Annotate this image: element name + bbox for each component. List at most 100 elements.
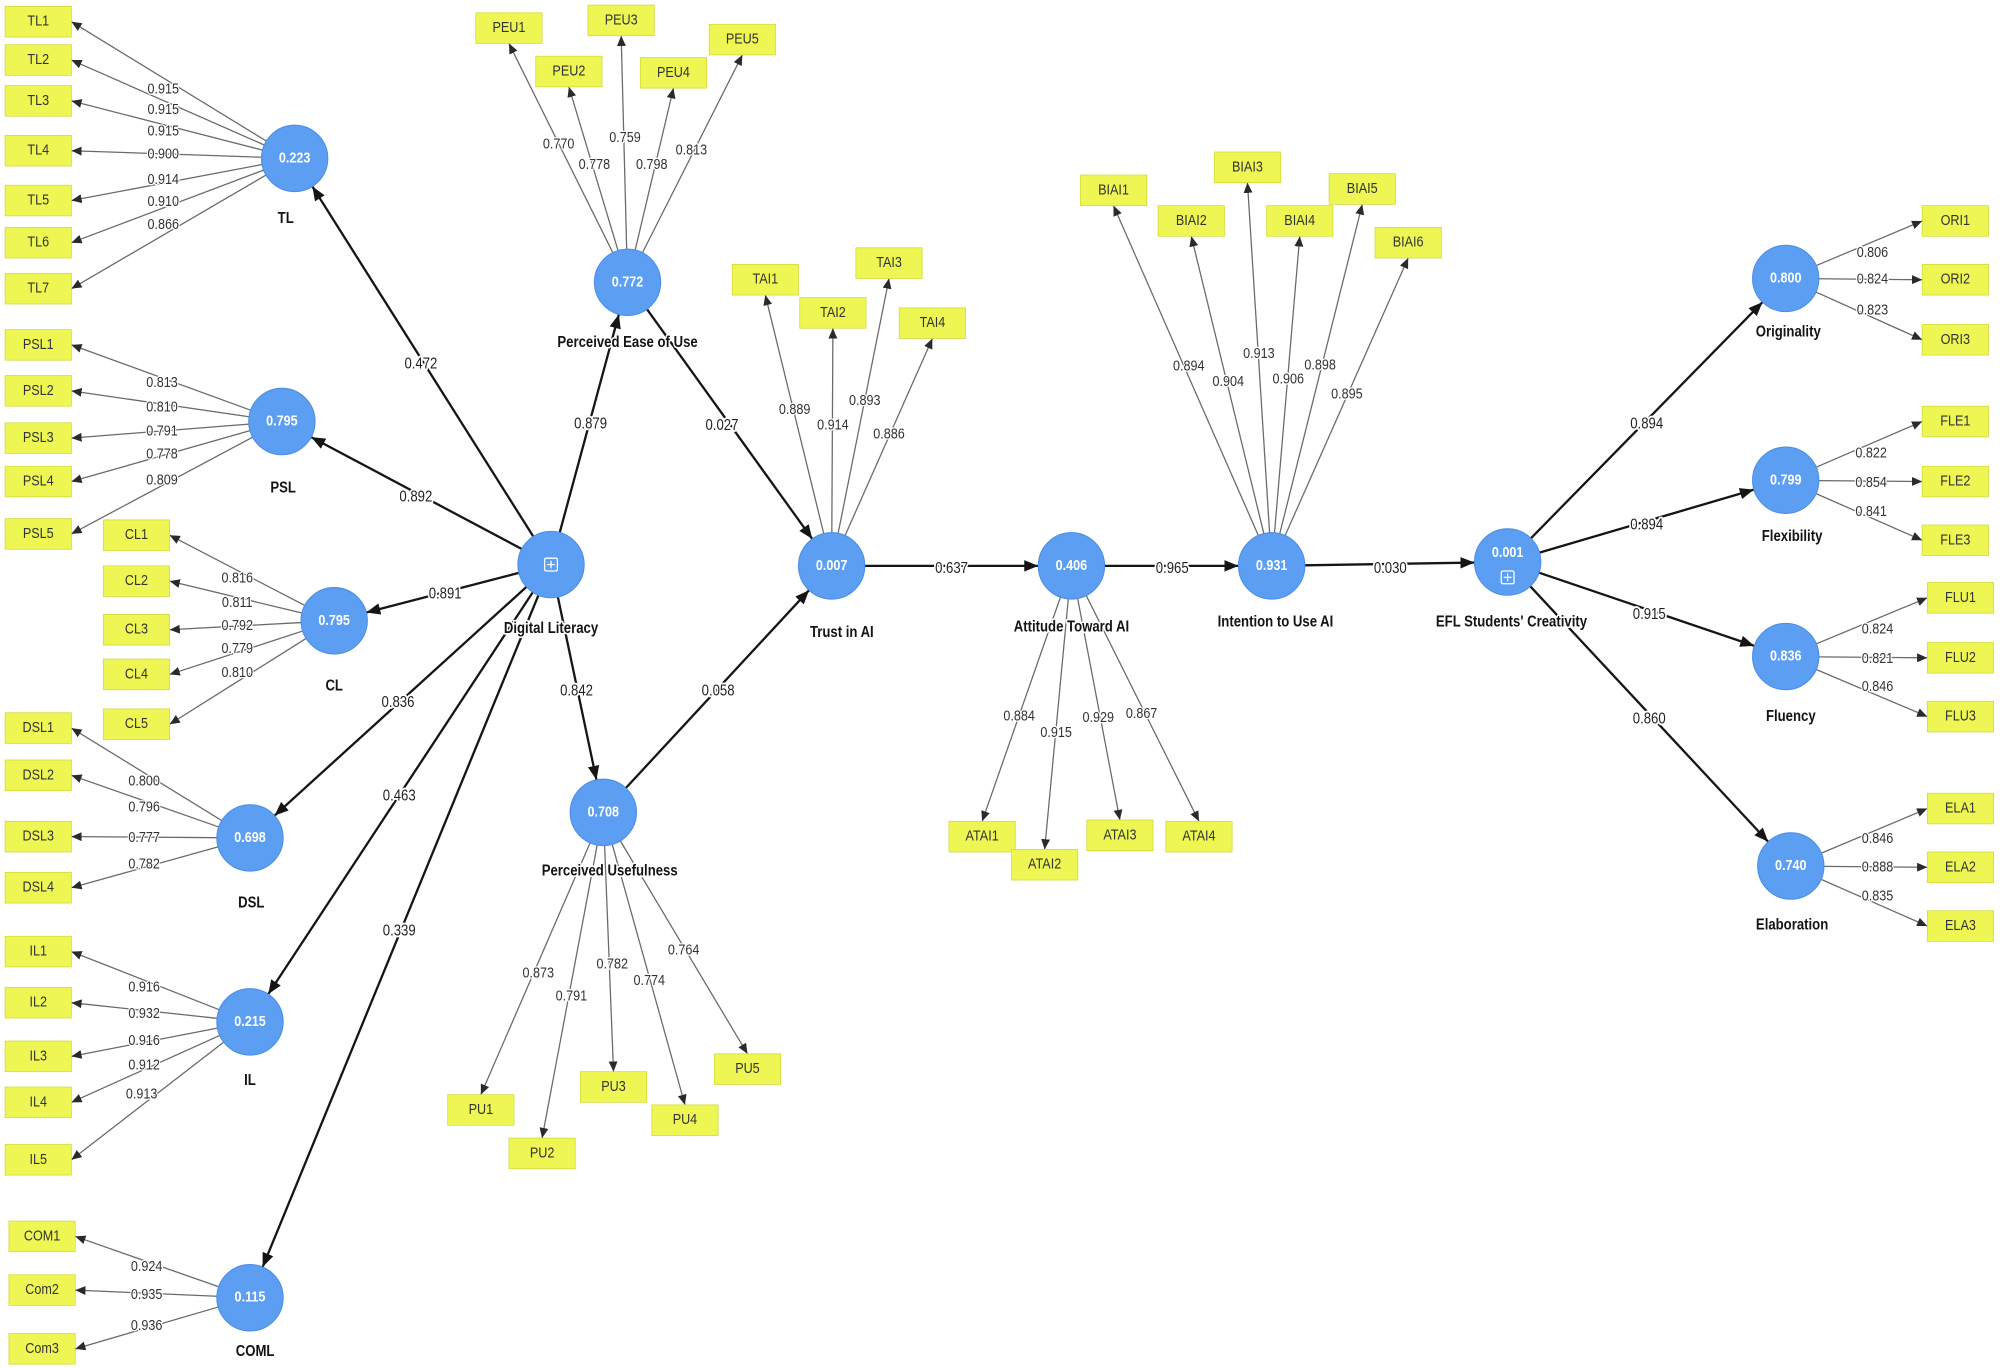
loading-value-tai2: 0.914 — [817, 417, 849, 433]
loading-arrow-pu2 — [539, 844, 598, 1139]
construct-coml-value: 0.115 — [235, 1290, 266, 1306]
path-coefficient-perceived-usefulness-to-trust-in-ai: 0.058 — [702, 683, 735, 700]
loading-arrow-tl7 — [71, 174, 267, 290]
path-arrow-digital-literacy-to-cl — [366, 571, 520, 615]
indicator-label-peu2: PEU2 — [552, 64, 585, 80]
indicator-label-atai3: ATAI3 — [1103, 827, 1136, 843]
indicator-box-fle3 — [1921, 524, 1989, 557]
loading-value-ori1: 0.806 — [1857, 245, 1889, 261]
loading-arrow-tai4 — [844, 338, 933, 536]
loading-value-cl1: 0.816 — [221, 571, 253, 587]
path-arrow-digital-literacy-to-coml — [261, 594, 540, 1268]
path-arrow-perceived-ease-of-use-to-trust-in-ai — [646, 308, 814, 540]
loading-value-dsl1: 0.800 — [128, 774, 160, 790]
indicator-label-psl3: PSL3 — [23, 430, 54, 446]
indicator-box-il3 — [4, 1040, 72, 1073]
loading-arrow-com3 — [75, 1306, 219, 1351]
loading-value-cl3: 0.792 — [221, 618, 253, 634]
loading-value-atai2: 0.915 — [1040, 725, 1072, 741]
loading-arrow-peu3 — [616, 35, 628, 250]
indicator-label-pu2: PU2 — [530, 1145, 554, 1161]
loading-arrow-atai4 — [1085, 595, 1200, 822]
loading-arrow-peu1 — [508, 43, 614, 253]
loading-arrow-peu4 — [634, 87, 676, 251]
indicator-box-biai2 — [1157, 205, 1225, 237]
construct-perceived-ease-of-use-label: Perceived Ease of Use — [557, 334, 697, 351]
loading-value-tl2: 0.915 — [148, 102, 180, 118]
indicator-box-flu1 — [1926, 582, 1995, 614]
indicator-box-atai2 — [1011, 849, 1079, 881]
indicator-box-psl2 — [4, 375, 72, 407]
path-arrow-efl-students-creativity-to-elaboration — [1529, 585, 1770, 843]
indicator-label-tai2: TAI2 — [820, 305, 846, 321]
loading-value-dsl4: 0.782 — [128, 857, 160, 873]
path-coefficient-efl-students-creativity-to-flexibility: 0.894 — [1630, 516, 1663, 533]
construct-psl-label: PSL — [270, 479, 296, 496]
loading-value-peu2: 0.778 — [579, 157, 611, 173]
loading-value-cl4: 0.779 — [221, 641, 253, 657]
path-coefficient-digital-literacy-to-cl: 0.891 — [429, 585, 462, 602]
loading-value-ori2: 0.824 — [1857, 272, 1889, 288]
indicator-box-ori1 — [1921, 205, 1989, 237]
indicator-box-ela2 — [1926, 851, 1995, 884]
indicator-box-tl2 — [4, 44, 72, 76]
indicator-box-tai3 — [855, 247, 923, 279]
path-arrow-perceived-usefulness-to-trust-in-ai — [625, 589, 810, 789]
indicator-box-biai5 — [1328, 173, 1396, 205]
loading-value-tai3: 0.893 — [849, 393, 881, 409]
loading-value-flu3: 0.846 — [1862, 679, 1894, 695]
loading-arrow-tl1 — [71, 21, 267, 142]
indicator-box-peu4 — [639, 57, 708, 89]
loading-arrow-cl2 — [169, 579, 303, 614]
path-arrow-efl-students-creativity-to-flexibility — [1539, 488, 1755, 554]
loading-arrow-cl5 — [169, 637, 307, 725]
construct-fluency — [1752, 622, 1820, 691]
construct-flexibility-value: 0.799 — [1770, 472, 1802, 488]
construct-dsl-value: 0.698 — [234, 830, 266, 846]
indicator-box-atai4 — [1165, 820, 1233, 853]
indicator-label-fle2: FLE2 — [1940, 474, 1970, 490]
loading-value-pu2: 0.791 — [556, 988, 588, 1004]
indicator-label-il1: IL1 — [30, 944, 47, 960]
construct-psl-value: 0.795 — [266, 414, 298, 430]
loading-value-com2: 0.935 — [131, 1287, 163, 1303]
construct-efl-students-creativity-label: EFL Students' Creativity — [1436, 614, 1588, 631]
loading-value-fle1: 0.822 — [1855, 445, 1887, 461]
indicator-box-pu4 — [651, 1104, 719, 1136]
construct-perceived-ease-of-use-value: 0.772 — [612, 274, 644, 290]
loading-value-il3: 0.916 — [128, 1033, 160, 1049]
construct-coml — [216, 1264, 284, 1332]
indicator-label-dsl2: DSL2 — [23, 767, 55, 783]
loading-arrow-psl2 — [71, 387, 250, 418]
construct-flexibility-label: Flexibility — [1762, 528, 1823, 545]
path-arrow-intention-to-use-ai-to-efl-students-creativity — [1304, 557, 1475, 569]
indicator-label-tl2: TL2 — [27, 52, 49, 68]
plus-square-icon — [544, 557, 559, 572]
indicator-label-pu4: PU4 — [673, 1112, 697, 1128]
loading-value-biai4: 0.906 — [1273, 371, 1305, 387]
loading-arrow-atai1 — [981, 596, 1062, 822]
loading-arrow-il5 — [71, 1041, 225, 1161]
indicator-box-il1 — [4, 935, 72, 968]
path-coefficient-digital-literacy-to-il: 0.463 — [383, 787, 416, 804]
loading-value-fle3: 0.841 — [1855, 504, 1887, 520]
indicator-label-cl5: CL5 — [125, 716, 148, 732]
path-arrow-digital-literacy-to-dsl — [273, 586, 528, 817]
indicator-box-cl1 — [102, 519, 171, 551]
indicator-box-dsl2 — [4, 759, 72, 792]
loading-value-flu2: 0.821 — [1862, 651, 1894, 667]
indicator-box-cl4 — [102, 658, 171, 691]
loading-value-il4: 0.912 — [128, 1057, 160, 1073]
indicator-box-biai6 — [1374, 226, 1442, 259]
loading-arrow-peu5 — [641, 54, 743, 253]
indicator-label-tl7: TL7 — [27, 281, 49, 297]
construct-tl-label: TL — [278, 210, 294, 227]
loading-value-psl5: 0.809 — [146, 472, 178, 488]
indicator-box-fle1 — [1921, 405, 1989, 438]
loading-value-peu5: 0.813 — [676, 143, 708, 159]
indicator-box-com3 — [8, 1333, 76, 1365]
construct-intention-to-use-ai-label: Intention to Use AI — [1218, 614, 1334, 631]
loading-arrow-dsl4 — [71, 846, 219, 890]
indicator-box-psl4 — [4, 465, 72, 498]
